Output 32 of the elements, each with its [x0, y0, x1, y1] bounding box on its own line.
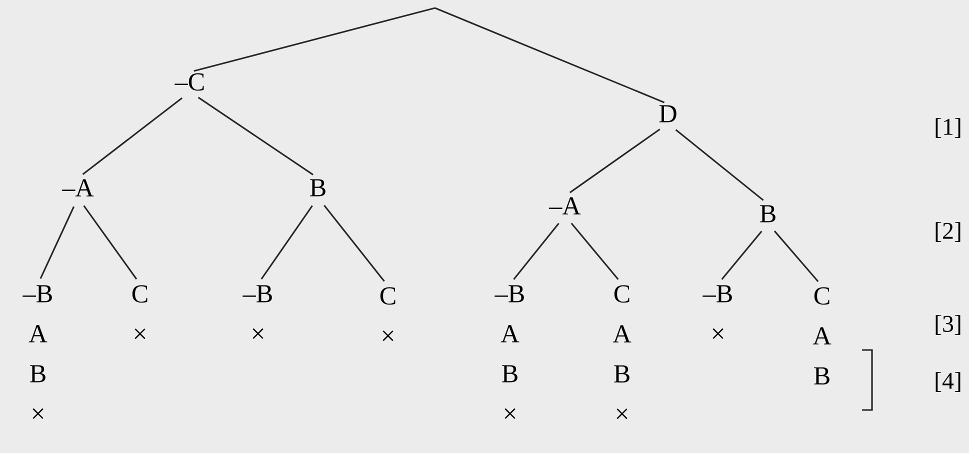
tableau-entry: –B A B ×	[494, 285, 524, 419]
branch-line	[513, 222, 560, 280]
step-number: [2]	[936, 222, 960, 242]
branch-line	[194, 7, 436, 72]
tableau-entry: C A B	[812, 287, 832, 384]
branch-line	[570, 222, 619, 280]
tableau-entry: –A	[548, 197, 581, 214]
tableau-entry: –C	[174, 73, 204, 91]
branch-line	[569, 128, 660, 194]
branch-line	[774, 230, 819, 282]
step-number: [1]	[936, 118, 960, 138]
branch-line	[675, 129, 764, 201]
branch-line	[83, 205, 138, 280]
tableau-entry: –B ×	[702, 285, 732, 339]
tableau-entry: –B ×	[242, 285, 272, 339]
tableau-entry: –B A B ×	[22, 285, 52, 419]
branch-line	[82, 97, 183, 175]
branch-line	[324, 204, 385, 282]
tableau-entry: C ×	[132, 285, 148, 340]
step-number: [4]	[936, 372, 960, 392]
tableau-entry: C ×	[380, 287, 396, 342]
tableau-entry: D	[659, 105, 676, 122]
tableau-entry: –A	[62, 179, 94, 196]
branch-line	[434, 7, 665, 104]
branch-line	[721, 230, 762, 280]
branch-line	[40, 206, 75, 279]
tableau-entry: B	[310, 179, 326, 196]
step-number: [3]	[936, 315, 960, 335]
branch-line	[198, 96, 314, 176]
tableau-entry: B	[760, 205, 776, 222]
branch-line	[260, 205, 313, 280]
tableau-entry: C A B ×	[612, 285, 632, 420]
